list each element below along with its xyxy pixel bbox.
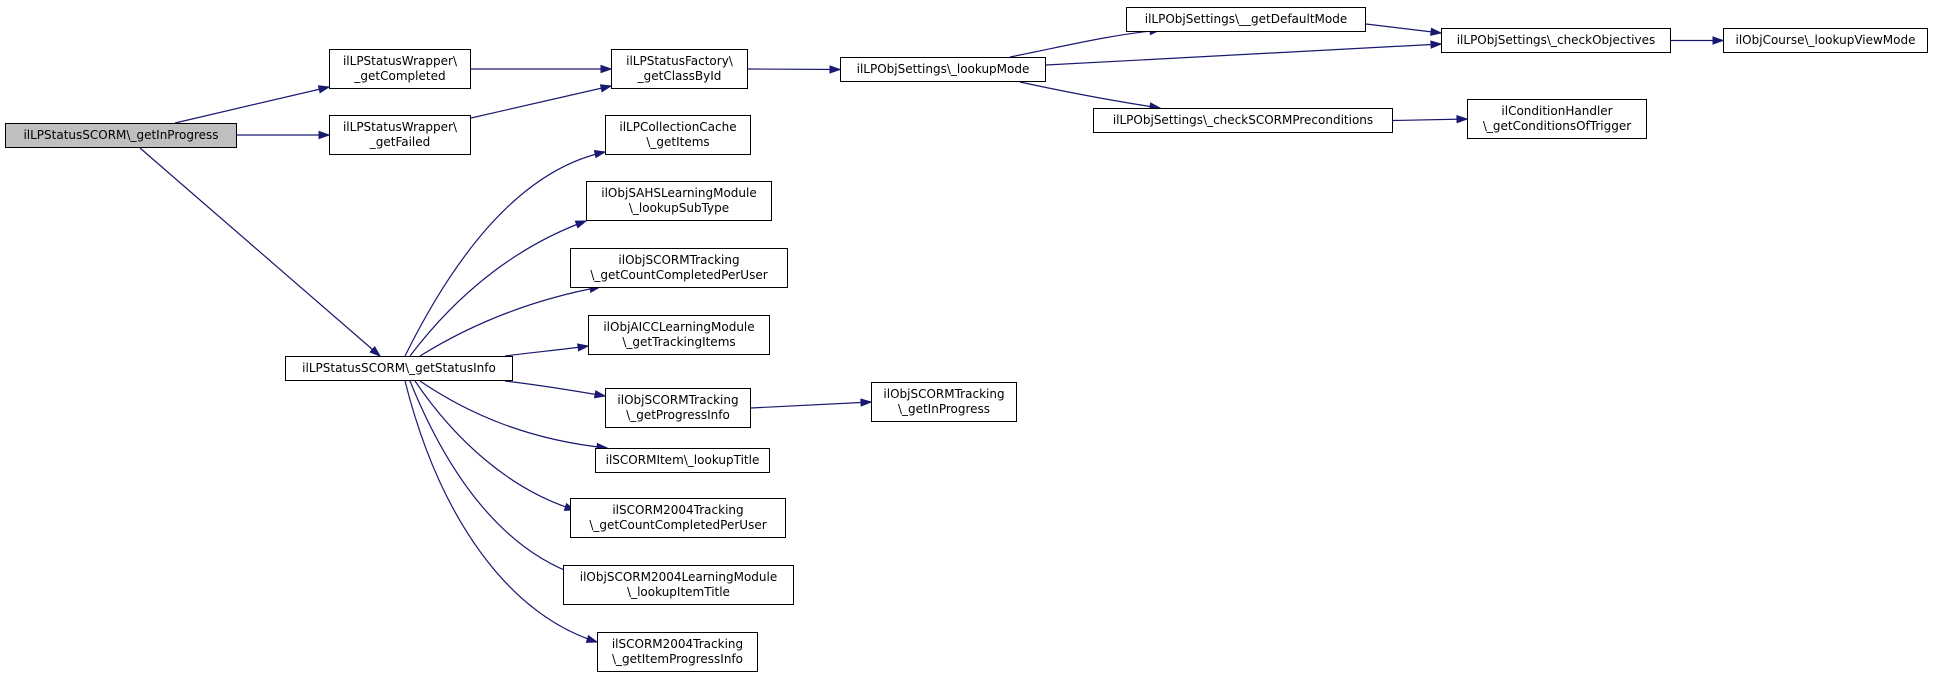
edge-arrowhead bbox=[1430, 40, 1443, 49]
call-edge bbox=[747, 68, 841, 71]
edge-arrowhead bbox=[593, 390, 607, 399]
edge-arrowhead bbox=[593, 150, 607, 159]
graph-node-label: ilObjSCORMTracking bbox=[618, 253, 740, 267]
graph-node[interactable]: ilLPObjSettings\__getDefaultMode bbox=[1126, 7, 1366, 32]
graph-node-label: ilLPStatusWrapper\ bbox=[342, 120, 458, 134]
graph-node[interactable]: ilSCORMItem\_lookupTitle bbox=[595, 448, 770, 473]
graph-node[interactable]: ilSCORM2004Tracking\_getCountCompletedPe… bbox=[570, 498, 786, 538]
graph-node-label: \_lookupItemTitle bbox=[627, 585, 730, 599]
edge-arrowhead bbox=[829, 65, 842, 74]
graph-node[interactable]: ilLPStatusSCORM\_getInProgress bbox=[5, 123, 237, 148]
edge-arrowhead bbox=[574, 220, 588, 229]
graph-node-label: \_getCountCompletedPerUser bbox=[589, 518, 767, 532]
graph-node[interactable]: ilSCORM2004Tracking\_getItemProgressInfo bbox=[597, 632, 758, 672]
call-edge bbox=[419, 286, 601, 357]
graph-node-label: ilLPStatusSCORM\_getInProgress bbox=[23, 128, 219, 142]
graph-node-label: \_getProgressInfo bbox=[626, 408, 730, 422]
graph-node[interactable]: ilObjSCORMTracking\_getInProgress bbox=[871, 382, 1017, 422]
graph-node-label: \_getItemProgressInfo bbox=[612, 652, 743, 666]
call-edge bbox=[504, 345, 589, 357]
graph-node-label: ilObjSCORM2004LearningModule bbox=[579, 570, 778, 584]
graph-node-label: _getClassById bbox=[637, 69, 722, 83]
graph-node-label: \_getConditionsOfTrigger bbox=[1482, 119, 1632, 133]
graph-node[interactable]: ilObjAICCLearningModule\_getTrackingItem… bbox=[588, 315, 770, 355]
graph-node-label: \_getInProgress bbox=[897, 402, 991, 416]
graph-node-label: ilObjSCORMTracking bbox=[883, 387, 1005, 401]
graph-node[interactable]: ilLPObjSettings\_lookupMode bbox=[840, 57, 1046, 82]
graph-node-label: ilLPStatusFactory\ bbox=[626, 54, 733, 68]
graph-node[interactable]: ilLPStatusSCORM\_getStatusInfo bbox=[285, 356, 513, 381]
graph-node-label: ilObjAICCLearningModule bbox=[603, 320, 755, 334]
graph-node[interactable]: ilLPObjSettings\_checkSCORMPreconditions bbox=[1093, 108, 1393, 133]
call-edge bbox=[404, 380, 598, 643]
edge-arrowhead bbox=[577, 343, 590, 352]
call-edge bbox=[470, 85, 612, 119]
edge-arrowhead bbox=[600, 64, 613, 74]
call-edge bbox=[404, 151, 606, 357]
edge-arrowhead bbox=[599, 84, 613, 93]
graph-node-label: ilLPObjSettings\_checkObjectives bbox=[1456, 33, 1656, 47]
edge-arrowhead bbox=[585, 634, 599, 643]
graph-node-label: ilObjCourse\_lookupViewMode bbox=[1735, 33, 1916, 47]
call-edge bbox=[1009, 29, 1161, 58]
graph-node-label: _getFailed bbox=[369, 135, 431, 149]
edge-arrowhead bbox=[1430, 27, 1443, 36]
call-edge bbox=[1365, 23, 1442, 34]
graph-node-label: ilLPStatusWrapper\ bbox=[342, 54, 458, 68]
call-edge bbox=[1019, 81, 1161, 109]
graph-node-label: \_getTrackingItems bbox=[622, 335, 736, 349]
edge-arrowhead bbox=[369, 345, 382, 357]
edge-arrowhead bbox=[317, 85, 331, 94]
graph-node[interactable]: ilLPStatusWrapper\_getCompleted bbox=[329, 49, 471, 89]
graph-node[interactable]: ilObjSCORMTracking\_getCountCompletedPer… bbox=[570, 248, 788, 288]
graph-node[interactable]: ilLPObjSettings\_checkObjectives bbox=[1441, 28, 1671, 53]
graph-node-label: ilObjSAHSLearningModule bbox=[601, 186, 757, 200]
graph-node[interactable]: ilObjCourse\_lookupViewMode bbox=[1723, 28, 1928, 53]
graph-node[interactable]: ilLPStatusWrapper\_getFailed bbox=[329, 115, 471, 155]
graph-node-label: _getCompleted bbox=[354, 69, 446, 83]
graph-node[interactable]: ilObjSCORM2004LearningModule\_lookupItem… bbox=[563, 565, 794, 605]
graph-node-label: ilLPObjSettings\__getDefaultMode bbox=[1144, 12, 1348, 26]
graph-node[interactable]: ilLPStatusFactory\_getClassById bbox=[611, 49, 748, 89]
graph-node-label: ilConditionHandler bbox=[1501, 104, 1613, 118]
edge-arrowhead bbox=[860, 398, 873, 407]
graph-node-label: \_lookupSubType bbox=[628, 201, 730, 215]
call-edge bbox=[139, 147, 381, 357]
edge-arrowhead bbox=[1456, 115, 1469, 124]
graph-node-label: ilSCORM2004Tracking bbox=[612, 503, 744, 517]
call-edge bbox=[419, 380, 608, 449]
call-edge bbox=[409, 220, 587, 357]
call-edge bbox=[750, 401, 872, 409]
graph-node-label: ilObjSCORMTracking bbox=[617, 393, 739, 407]
call-edge bbox=[1045, 43, 1442, 66]
graph-node-label: ilLPCollectionCache bbox=[619, 120, 737, 134]
graph-node-label: ilSCORM2004Tracking bbox=[611, 637, 744, 651]
graph-node[interactable]: ilObjSCORMTracking\_getProgressInfo bbox=[605, 388, 751, 428]
graph-node[interactable]: ilConditionHandler\_getConditionsOfTrigg… bbox=[1467, 99, 1647, 139]
call-edge bbox=[504, 380, 606, 397]
call-edge bbox=[414, 380, 576, 511]
graph-node-label: \_getItems bbox=[646, 135, 710, 149]
graph-node[interactable]: ilObjSAHSLearningModule\_lookupSubType bbox=[586, 181, 772, 221]
graph-node-label: ilLPStatusSCORM\_getStatusInfo bbox=[302, 361, 496, 375]
graph-node-label: ilSCORMItem\_lookupTitle bbox=[605, 453, 760, 467]
edge-arrowhead bbox=[318, 130, 331, 140]
call-edge bbox=[409, 380, 578, 576]
call-edge bbox=[1392, 118, 1468, 122]
graph-node-label: ilLPObjSettings\_lookupMode bbox=[856, 62, 1030, 76]
graph-node-label: ilLPObjSettings\_checkSCORMPreconditions bbox=[1112, 113, 1374, 127]
graph-node-label: \_getCountCompletedPerUser bbox=[590, 268, 768, 282]
call-edge bbox=[174, 86, 330, 124]
edge-arrowhead bbox=[1712, 36, 1725, 45]
graph-node[interactable]: ilLPCollectionCache\_getItems bbox=[605, 115, 751, 155]
